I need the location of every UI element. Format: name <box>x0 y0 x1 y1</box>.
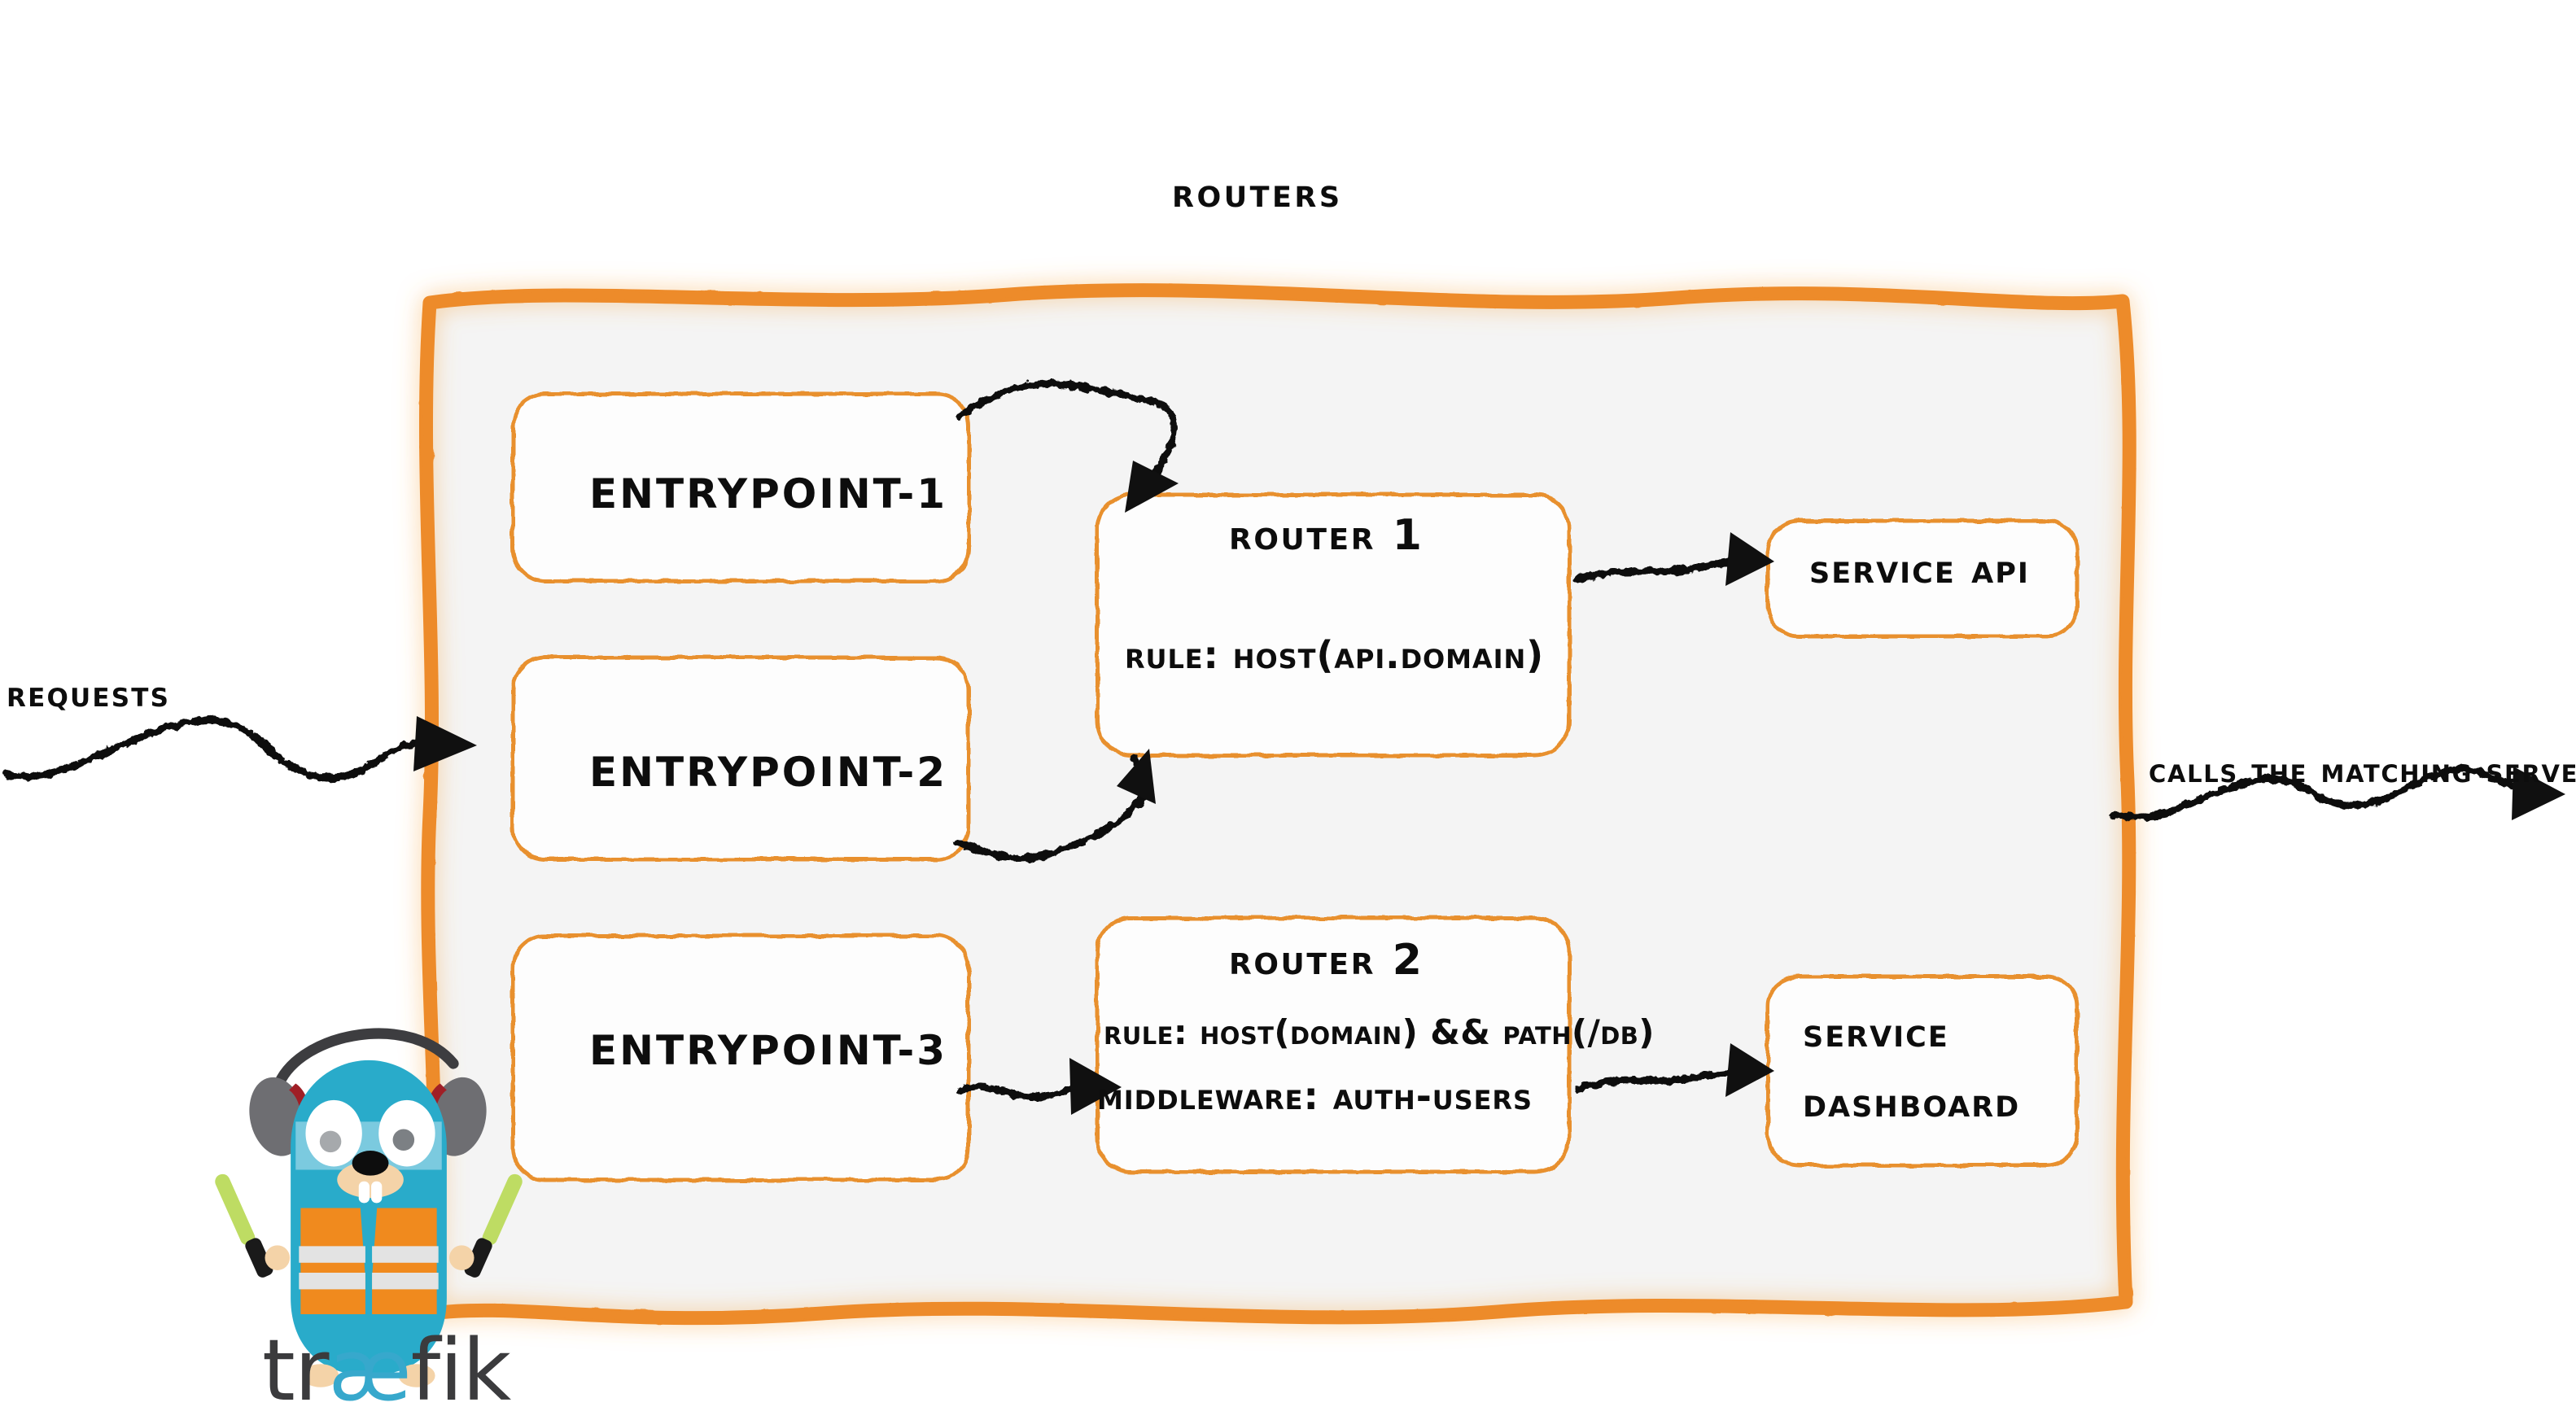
page-title: Routers <box>1172 169 1343 216</box>
wordmark-part-3: fik <box>410 1321 512 1420</box>
arrow-router1-serviceapi-path <box>1573 554 1746 583</box>
gopher-foot-left <box>302 1364 339 1387</box>
arrow-outgoing-path <box>2109 766 2527 821</box>
gopher-pupil-left <box>319 1130 342 1153</box>
router-2-rule: rule: Host(domain) && Path(/db) <box>1104 1012 1655 1052</box>
service-dashboard-label-line2: Dashboard <box>1803 1079 2021 1126</box>
gopher-pupil-right <box>392 1129 415 1151</box>
traefik-wordmark: træfik <box>262 1328 511 1413</box>
wordmark-part-1: tr <box>262 1321 330 1420</box>
marshalling-wand-right <box>448 1173 523 1278</box>
arrow-router2-dashboard-path <box>1573 1065 1746 1093</box>
entrypoint-3-label: entrypoint-3 <box>589 1027 947 1074</box>
gopher-nose <box>352 1151 389 1176</box>
calls-matching-server-label: Calls the matching server <box>2149 750 2576 790</box>
safety-vest <box>299 1208 439 1314</box>
arrowhead-router1-serviceapi <box>1725 532 1774 586</box>
service-api-label: Service API <box>1809 545 2030 592</box>
arrowhead-ep3-router2 <box>1069 1058 1122 1115</box>
entrypoint-2-label: entrypoint-2 <box>589 749 947 796</box>
arrowhead-ep1-router1 <box>1125 461 1179 513</box>
marshalling-wand-left <box>215 1173 291 1278</box>
entrypoint-2-box[interactable] <box>510 655 971 862</box>
entrypoint-3-box[interactable] <box>510 933 971 1182</box>
gopher-muzzle <box>337 1161 404 1199</box>
entrypoint-1-box[interactable] <box>510 391 971 583</box>
headphone-band <box>273 1028 459 1090</box>
wordmark-part-2: æ <box>328 1321 411 1420</box>
router-2-title: Router 2 <box>1229 936 1424 985</box>
arrow-requests-path <box>1 716 427 782</box>
router-1-title: Router 1 <box>1229 511 1424 560</box>
router-2-box[interactable] <box>1095 915 1572 1174</box>
gopher-foot-right <box>398 1364 435 1387</box>
entrypoint-1-label: entrypoint-1 <box>589 470 947 518</box>
arrow-ep1-router1-path <box>955 380 1178 476</box>
arrow-ep3-router2-path <box>955 1080 1087 1101</box>
gopher-tooth-right <box>371 1181 383 1204</box>
arrowhead-router2-dashboard <box>1725 1043 1774 1097</box>
router-2-middleware: Middleware: auth-users <box>1097 1074 1533 1118</box>
requests-label: Requests <box>7 674 171 715</box>
arrowhead-outgoing <box>2512 767 2565 820</box>
router-1-rule: rule: Host(api.domain) <box>1125 633 1545 677</box>
service-dashboard-label-line1: Service <box>1803 1009 1949 1056</box>
gopher-tooth-left <box>358 1181 370 1204</box>
arrowhead-ep2-router1 <box>1117 749 1156 804</box>
router-1-box[interactable] <box>1095 492 1572 758</box>
arrowhead-requests <box>413 716 477 771</box>
service-api-box[interactable] <box>1765 518 2080 639</box>
